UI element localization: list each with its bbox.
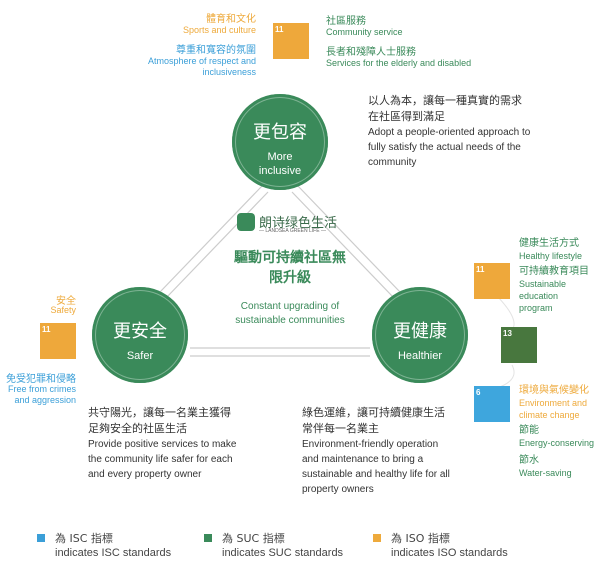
legend-swatch: [37, 534, 45, 542]
label-community-en: Community service: [326, 27, 403, 37]
logo-icon: [237, 213, 255, 231]
legend-swatch: [373, 534, 381, 542]
label-safety-en: Safety: [50, 305, 76, 315]
label-safety-zh: 安全: [56, 296, 76, 307]
sdg11-icon: 11: [474, 263, 510, 299]
logo-subtitle: — LANDSEA GREEN LIFE —: [259, 228, 326, 234]
label-crime-zh: 免受犯罪和侵略: [6, 374, 76, 385]
label-respect-en-2: inclusiveness: [202, 67, 256, 77]
sdg13-climate-icon: 13: [501, 327, 537, 363]
sdg6-water-icon: 6: [474, 386, 510, 422]
label-elderly-zh: 長者和殘障人士服務: [326, 47, 416, 58]
label-elderly-en: Services for the elderly and disabled: [326, 58, 472, 68]
center-title-zh: 驅動可持續社區無限升級: [234, 250, 346, 286]
label-sports-en: Sports and culture: [182, 25, 256, 35]
sdg11-icon: 11: [273, 23, 309, 59]
label-community-zh: 社區服務: [326, 16, 366, 27]
label-sports-zh: 體育和文化: [206, 14, 256, 25]
label-respect-zh: 尊重和寬容的氛圍: [176, 45, 256, 56]
legend-swatch: [204, 534, 212, 542]
desc-healthier: 綠色運維，讓可持續健康生活常伴每一名業主 Environment-friendl…: [302, 406, 450, 495]
sdg11-icon: 11: [40, 323, 76, 359]
desc-inclusive: 以人為本，讓每一種真實的需求在社區得到滿足 Adopt a people-ori…: [368, 94, 531, 168]
label-crime-en-2: and aggression: [14, 395, 76, 405]
sdg-number: 11: [275, 25, 284, 34]
desc-safer: 共守陽光，讓每一名業主獲得足夠安全的社區生活 Provide positive …: [88, 406, 237, 480]
title-zh: 更包容: [253, 122, 307, 143]
label-respect-en-1: Atmosphere of respect and: [147, 56, 256, 66]
logo-text: 朗诗绿色生活: [259, 216, 338, 231]
label-crime-en-1: Free from crimes: [7, 384, 76, 394]
